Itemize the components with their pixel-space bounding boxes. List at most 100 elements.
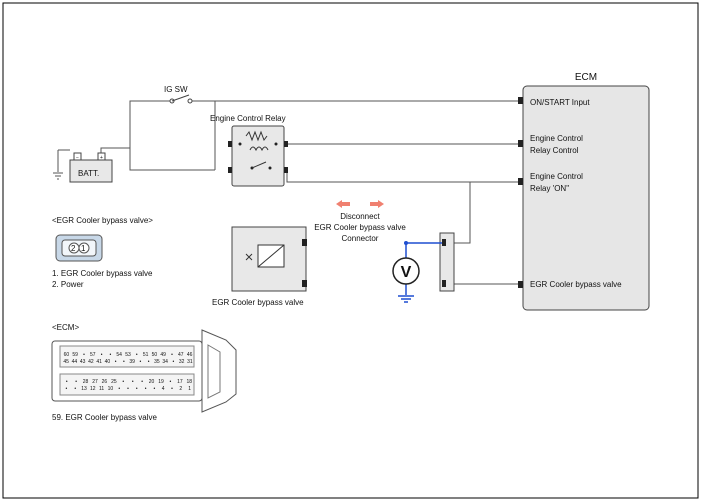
egr-valve-pin-top bbox=[302, 239, 307, 246]
ecm-module: ECM ON/START Input Engine Control Relay … bbox=[518, 72, 650, 311]
wire-relay-on bbox=[286, 170, 518, 183]
probe-wire-positive bbox=[405, 242, 442, 259]
egr-connector-body bbox=[439, 232, 455, 292]
relay-contact bbox=[251, 161, 267, 169]
battery-pos-sign: + bbox=[100, 155, 103, 161]
ecm-label-relay-on-1: Engine Control bbox=[530, 172, 583, 181]
egr-connector-legend-1: 1. EGR Cooler bypass valve bbox=[52, 269, 153, 278]
ecm-connector-pin-label: 60 bbox=[64, 352, 70, 358]
ecm-connector-lock bbox=[207, 344, 221, 399]
ecm-pin-egr bbox=[518, 281, 523, 288]
egr-valve-icon bbox=[245, 253, 253, 261]
egr-connector-legend-2: 2. Power bbox=[52, 280, 84, 289]
ecm-pin-relay-on bbox=[518, 178, 523, 185]
battery-neg-terminal bbox=[73, 152, 82, 161]
ecm-connector-pin-label: 18 bbox=[187, 379, 193, 385]
ecm-connector-pin-label: 17 bbox=[177, 379, 183, 385]
ecm-connector-pin-label: • bbox=[101, 352, 103, 358]
ecm-connector-pin-label: 34 bbox=[162, 359, 168, 365]
ecm-connector-pin-label: 26 bbox=[102, 379, 108, 385]
ground-symbol-batt bbox=[53, 172, 63, 180]
relay-node-2 bbox=[274, 142, 278, 146]
ecm-connector-pin-label: 49 bbox=[160, 352, 166, 358]
ecm-title: ECM bbox=[575, 72, 597, 83]
ecm-connector-pin-label: • bbox=[154, 386, 156, 392]
relay-resistor bbox=[245, 130, 268, 142]
ecm-connector-pin-label: 39 bbox=[129, 359, 135, 365]
ecm-connector-pin-label: • bbox=[172, 359, 174, 365]
ecm-pin-relay-control bbox=[518, 140, 523, 147]
voltmeter-icon bbox=[392, 257, 420, 285]
ecm-connector-pin-label: 12 bbox=[90, 386, 96, 392]
relay-label: Engine Control Relay bbox=[210, 114, 286, 123]
ig-switch: IG SW bbox=[164, 85, 193, 104]
relay-coil bbox=[249, 146, 269, 152]
voltmeter-probe: V bbox=[392, 241, 442, 303]
ecm-connector-pin-label: 4 bbox=[162, 386, 165, 392]
ecm-connector-pin-label: • bbox=[136, 386, 138, 392]
ecm-connector-pin-label: • bbox=[66, 386, 68, 392]
ecm-label-egr: EGR Cooler bypass valve bbox=[530, 280, 622, 289]
relay-pin-1 bbox=[228, 141, 232, 147]
ecm-label-relay-control-2: Relay Control bbox=[530, 146, 579, 155]
ecm-connector-pin-label: 10 bbox=[108, 386, 114, 392]
ecm-connector-pin-label: 32 bbox=[179, 359, 185, 365]
relay-pin-4 bbox=[284, 167, 288, 173]
ig-switch-label: IG SW bbox=[164, 85, 188, 94]
egr-connector-pin-1 bbox=[78, 242, 90, 254]
ecm-connector-title: <ECM> bbox=[52, 323, 79, 332]
relay-pin-2 bbox=[228, 167, 232, 173]
battery: − + BATT. bbox=[69, 152, 113, 183]
ecm-connector-pin-label: • bbox=[123, 359, 125, 365]
ecm-connector-pin-label: • bbox=[75, 379, 77, 385]
ecm-connector-pin-label: • bbox=[145, 386, 147, 392]
ecm-connector-pin-label: 40 bbox=[105, 359, 111, 365]
egr-harness-connector bbox=[439, 232, 455, 292]
ecm-connector-pin-label: 20 bbox=[149, 379, 155, 385]
ecm-connector-pin-label: • bbox=[127, 386, 129, 392]
voltmeter-label: V bbox=[401, 264, 412, 281]
wiring bbox=[53, 100, 518, 285]
ecm-connector-pin-label: • bbox=[110, 352, 112, 358]
ecm-connector-pin-label: • bbox=[122, 379, 124, 385]
ecm-box bbox=[522, 85, 650, 311]
egr-connector-pin-top bbox=[442, 239, 446, 246]
ecm-connector-pin-label: 53 bbox=[125, 352, 131, 358]
ecm-connector-pin-label: 25 bbox=[111, 379, 117, 385]
egr-valve-component: EGR Cooler bypass valve bbox=[212, 226, 307, 307]
ecm-connector-pin-label: 11 bbox=[99, 386, 104, 392]
ecm-connector-pin-label: • bbox=[139, 359, 141, 365]
ecm-connector-shroud bbox=[201, 329, 237, 413]
ecm-connector-pin-label: 50 bbox=[152, 352, 158, 358]
battery-pos-terminal bbox=[97, 152, 106, 161]
ecm-connector-pin-label: 46 bbox=[187, 352, 193, 358]
arrow-left-icon bbox=[336, 200, 350, 208]
wire-batt-to-igsw bbox=[100, 100, 172, 155]
ig-switch-contact-b bbox=[187, 98, 193, 104]
ecm-connector-pin-label: • bbox=[136, 352, 138, 358]
egr-valve-label: EGR Cooler bypass valve bbox=[212, 298, 304, 307]
ecm-label-relay-control-1: Engine Control bbox=[530, 134, 583, 143]
ecm-connector-pin-label: 41 bbox=[96, 359, 102, 365]
egr-connector-title: <EGR Cooler bypass valve> bbox=[52, 216, 153, 225]
egr-connector-pin-bottom bbox=[442, 280, 446, 287]
battery-body bbox=[69, 159, 113, 183]
probe-tip bbox=[404, 241, 408, 245]
ecm-connector-pin-label: 51 bbox=[143, 352, 149, 358]
ecm-connector-pin-label: 47 bbox=[178, 352, 184, 358]
relay-pin-3 bbox=[284, 141, 288, 147]
relay-node-1 bbox=[238, 142, 242, 146]
ecm-connector-lower-block bbox=[59, 373, 195, 396]
ecm-connector-pin-label: • bbox=[83, 352, 85, 358]
egr-connector-view: <EGR Cooler bypass valve> 2 1 1. EGR Coo… bbox=[52, 216, 153, 289]
ecm-connector-pin-label: 35 bbox=[154, 359, 160, 365]
ecm-connector-pin-label: • bbox=[132, 379, 134, 385]
ecm-connector-pin-label: 42 bbox=[88, 359, 94, 365]
ecm-connector-pin-label: 28 bbox=[83, 379, 89, 385]
ecm-connector-pin-label: 44 bbox=[72, 359, 78, 365]
disconnect-line-3: Connector bbox=[342, 234, 379, 243]
